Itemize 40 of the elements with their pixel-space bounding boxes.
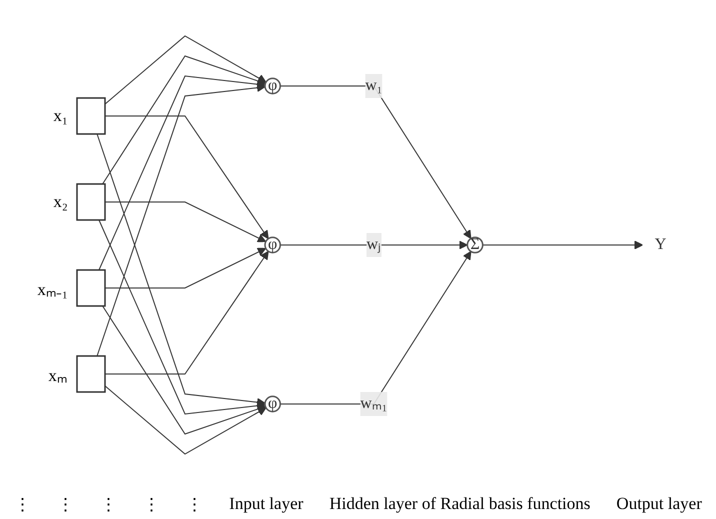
- layer-label: ⋮: [143, 494, 160, 515]
- layer-label: ⋮: [14, 494, 32, 515]
- layer-label: Hidden layer of Radial basis functions: [329, 494, 590, 515]
- layer-label: ⋮: [57, 494, 74, 515]
- node-box: [76, 355, 106, 393]
- arrow: [104, 116, 270, 240]
- layer-label: Output layer: [616, 494, 702, 515]
- node-circle: φ: [264, 396, 282, 412]
- edge-label: w₁: [366, 77, 383, 94]
- arrow: [98, 75, 266, 270]
- arrow: [104, 250, 270, 374]
- arrow: [102, 306, 266, 435]
- input-label: xₘ₋₁: [37, 278, 68, 300]
- node-box: [76, 183, 106, 221]
- node-box: [76, 97, 106, 135]
- layer-label: ⋮: [186, 494, 204, 515]
- arrow: [280, 86, 472, 239]
- input-label: xₘ: [48, 364, 67, 386]
- input-label: x₂: [53, 192, 68, 212]
- layer-label: ⋮: [100, 494, 118, 515]
- arrow: [96, 83, 266, 356]
- arrow: [104, 35, 267, 105]
- node-circle: Σ: [467, 236, 484, 254]
- arrow: [96, 134, 266, 407]
- node-circle: φ: [264, 236, 282, 254]
- arrow: [482, 240, 644, 250]
- arrow: [104, 248, 267, 288]
- arrow: [280, 251, 472, 404]
- edge-label: wₘ₁: [360, 395, 388, 412]
- input-label: x₁: [53, 106, 68, 126]
- node-circle: φ: [264, 78, 282, 94]
- arrow: [104, 385, 267, 455]
- edge-label: wⱼ: [366, 236, 382, 253]
- node-text: Y: [655, 236, 667, 253]
- arrow: [104, 202, 267, 242]
- arrow: [102, 55, 266, 184]
- arrow: [280, 240, 468, 250]
- layer-label: Input layer: [229, 494, 304, 515]
- node-box: [76, 269, 106, 307]
- arrow: [98, 220, 266, 415]
